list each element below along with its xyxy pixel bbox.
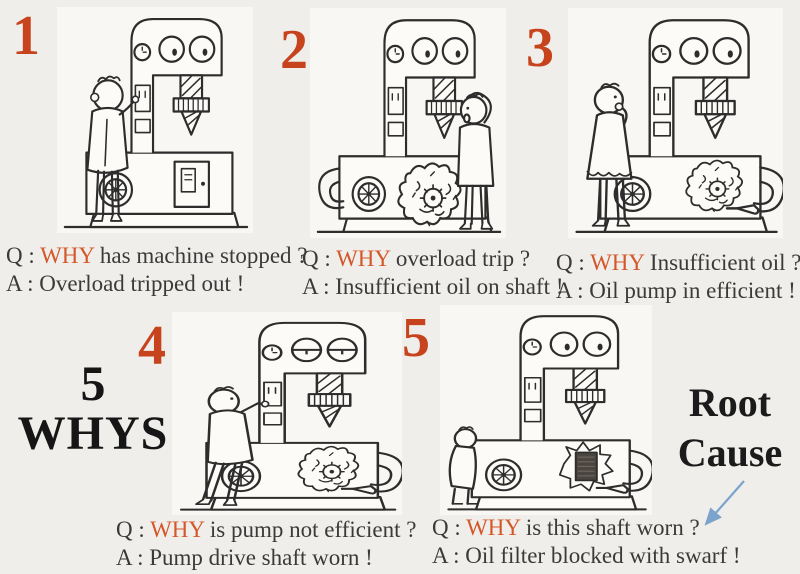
question-text: is this shaft worn ? [520, 515, 700, 540]
panel-2-caption: Q : WHY overload trip ? A : Insufficient… [302, 245, 563, 301]
panel-5-figure [440, 305, 652, 515]
why-highlight: WHY [150, 517, 205, 542]
question-text: overload trip ? [390, 246, 531, 271]
panel-5-caption: Q : WHY is this shaft worn ? A : Oil fil… [432, 514, 741, 570]
question-line: Q : WHY Insufficient oil ? [556, 249, 800, 277]
why-highlight: WHY [40, 243, 95, 268]
panel-1-number: 1 [12, 5, 40, 67]
machine-cartoon-5 [447, 315, 652, 511]
question-line: Q : WHY is this shaft worn ? [432, 514, 741, 542]
root-cause-line1: Root [688, 380, 772, 425]
machine-cartoon-3 [575, 19, 783, 234]
q-label: Q : [432, 515, 467, 540]
panel-1-figure [57, 7, 253, 233]
machine-cartoon-1 [63, 17, 249, 229]
q-label: Q : [302, 246, 337, 271]
panel-4-caption: Q : WHY is pump not efficient ? A : Pump… [116, 516, 416, 572]
answer-line: A : Oil filter blocked with swarf ! [432, 543, 741, 568]
question-text: Insufficient oil ? [644, 250, 800, 275]
why-highlight: WHY [336, 246, 391, 271]
answer-line: A : Oil pump in efficient ! [556, 278, 796, 303]
answer-line: A : Overload tripped out ! [6, 271, 245, 296]
root-cause-line2: Cause [677, 430, 783, 475]
root-cause-label: Root Cause [658, 378, 800, 478]
machine-cartoon-2 [316, 19, 502, 233]
panel-5-number: 5 [402, 307, 430, 369]
question-text: is pump not efficient ? [204, 517, 417, 542]
question-text: has machine stopped ? [94, 243, 308, 268]
answer-line: A : Insufficient oil on shaft ! [302, 274, 564, 299]
panel-2-number: 2 [280, 19, 308, 81]
q-label: Q : [116, 517, 151, 542]
panel-3-figure [568, 8, 783, 238]
panel-1-caption: Q : WHY has machine stopped ? A : Overlo… [6, 242, 308, 298]
question-line: Q : WHY overload trip ? [302, 245, 563, 273]
answer-line: A : Pump drive shaft worn ! [116, 545, 373, 570]
five-whys-word: WHYS [17, 407, 169, 460]
why-highlight: WHY [590, 250, 645, 275]
question-line: Q : WHY is pump not efficient ? [116, 516, 416, 544]
panel-2-figure [310, 8, 506, 238]
machine-cartoon-4 [179, 321, 402, 511]
panel-4-number: 4 [138, 315, 166, 377]
q-label: Q : [6, 243, 41, 268]
panel-3-number: 3 [526, 17, 554, 79]
five-whys-label: 5 WHYS [10, 358, 176, 459]
why-highlight: WHY [466, 515, 521, 540]
five-whys-number: 5 [80, 355, 106, 411]
q-label: Q : [556, 250, 591, 275]
panel-4-figure [172, 312, 402, 515]
question-line: Q : WHY has machine stopped ? [6, 242, 308, 270]
panel-3-caption: Q : WHY Insufficient oil ? A : Oil pump … [556, 249, 800, 305]
